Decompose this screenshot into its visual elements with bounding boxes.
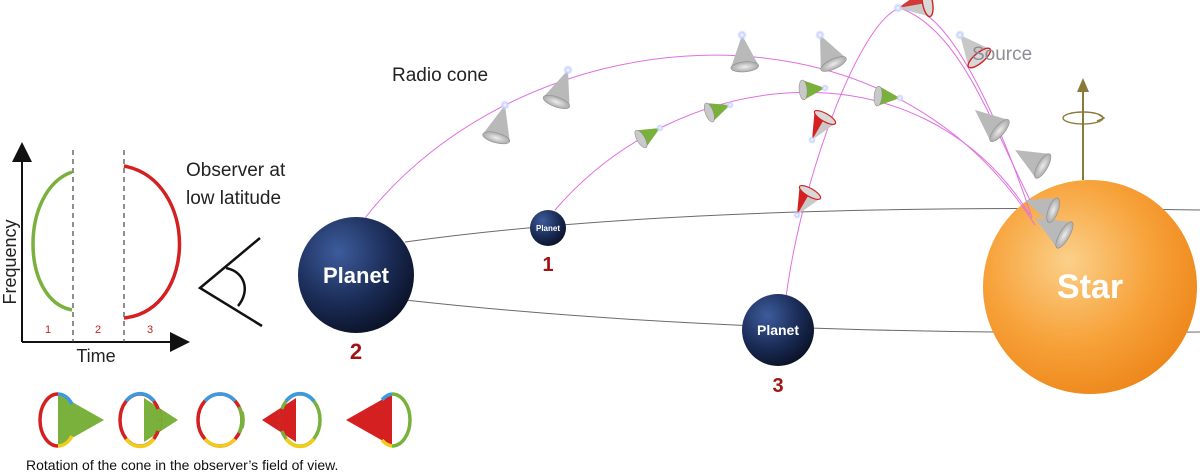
rotation-axis-arrowhead — [1077, 78, 1089, 92]
radio-cone-red — [893, 0, 934, 18]
rotation-step-3 — [196, 392, 245, 448]
radio-cone-green — [634, 124, 664, 149]
y-axis-label: Frequency — [0, 219, 20, 304]
planet-2-label: Planet — [323, 263, 390, 288]
cone-rotation-sequence — [38, 391, 412, 449]
field-lines — [364, 6, 1036, 306]
radio-cone — [975, 110, 1010, 143]
star-body — [983, 180, 1197, 394]
x-axis-label: Time — [76, 346, 115, 366]
observer-label-line2: low latitude — [186, 188, 281, 209]
planet-3-number: 3 — [772, 375, 783, 397]
radio-cone — [815, 30, 847, 72]
caption: Rotation of the cone in the observer’s f… — [26, 457, 338, 473]
radio-cone — [1015, 150, 1052, 179]
rotation-arrow-head — [1096, 113, 1106, 122]
rotation-step-2 — [118, 391, 178, 449]
green-emission-arc — [31, 170, 73, 312]
planet-3-label: Planet — [757, 322, 799, 338]
planet-2-body — [298, 217, 414, 333]
radio-cone-red — [808, 109, 837, 144]
radio-cone — [1025, 197, 1060, 223]
radio-cone — [482, 100, 511, 145]
observer-eye-icon — [197, 237, 263, 328]
field-line-planet-2 — [364, 54, 1036, 226]
star: Star — [983, 78, 1197, 394]
cones-planet-3 — [793, 0, 992, 219]
planet-2-number: 2 — [350, 339, 362, 364]
radio-cone-red — [955, 30, 992, 69]
radio-cone-green — [798, 79, 829, 101]
radio-cone — [730, 30, 759, 73]
dynamic-spectrum: 1 2 3 Frequency Time — [0, 142, 190, 366]
planet-3: Planet 3 — [742, 294, 814, 397]
radio-cone — [542, 65, 573, 109]
star-label: Star — [1057, 268, 1123, 306]
rotation-step-1 — [38, 392, 104, 448]
cones-planet-2 — [482, 30, 1074, 249]
planet-3-body — [742, 294, 814, 366]
field-line-upper-arc — [899, 7, 1031, 201]
observer-label-line1: Observer at — [186, 160, 286, 181]
planet-1-body — [530, 210, 566, 246]
planet-1-label: Planet — [536, 224, 560, 233]
segment-label-1: 1 — [45, 324, 51, 336]
radio-cone — [1035, 218, 1074, 249]
rotation-step-5 — [346, 392, 412, 448]
segment-label-2: 2 — [95, 324, 101, 336]
field-line-planet-1 — [554, 92, 1031, 216]
cones-planet-1 — [634, 79, 904, 149]
source-label: Source — [972, 44, 1032, 65]
rotation-step-4 — [262, 391, 322, 449]
radio-cone-green — [873, 85, 904, 107]
radio-cone-red — [793, 184, 822, 219]
planet-1-number: 1 — [542, 254, 553, 276]
segment-label-3: 3 — [147, 324, 153, 336]
radio-cone-label: Radio cone — [392, 65, 488, 86]
planet-2: Planet 2 — [298, 217, 414, 364]
radio-cone-green — [703, 101, 734, 123]
red-emission-arc — [123, 164, 182, 320]
planet-1: Planet 1 — [530, 210, 566, 276]
